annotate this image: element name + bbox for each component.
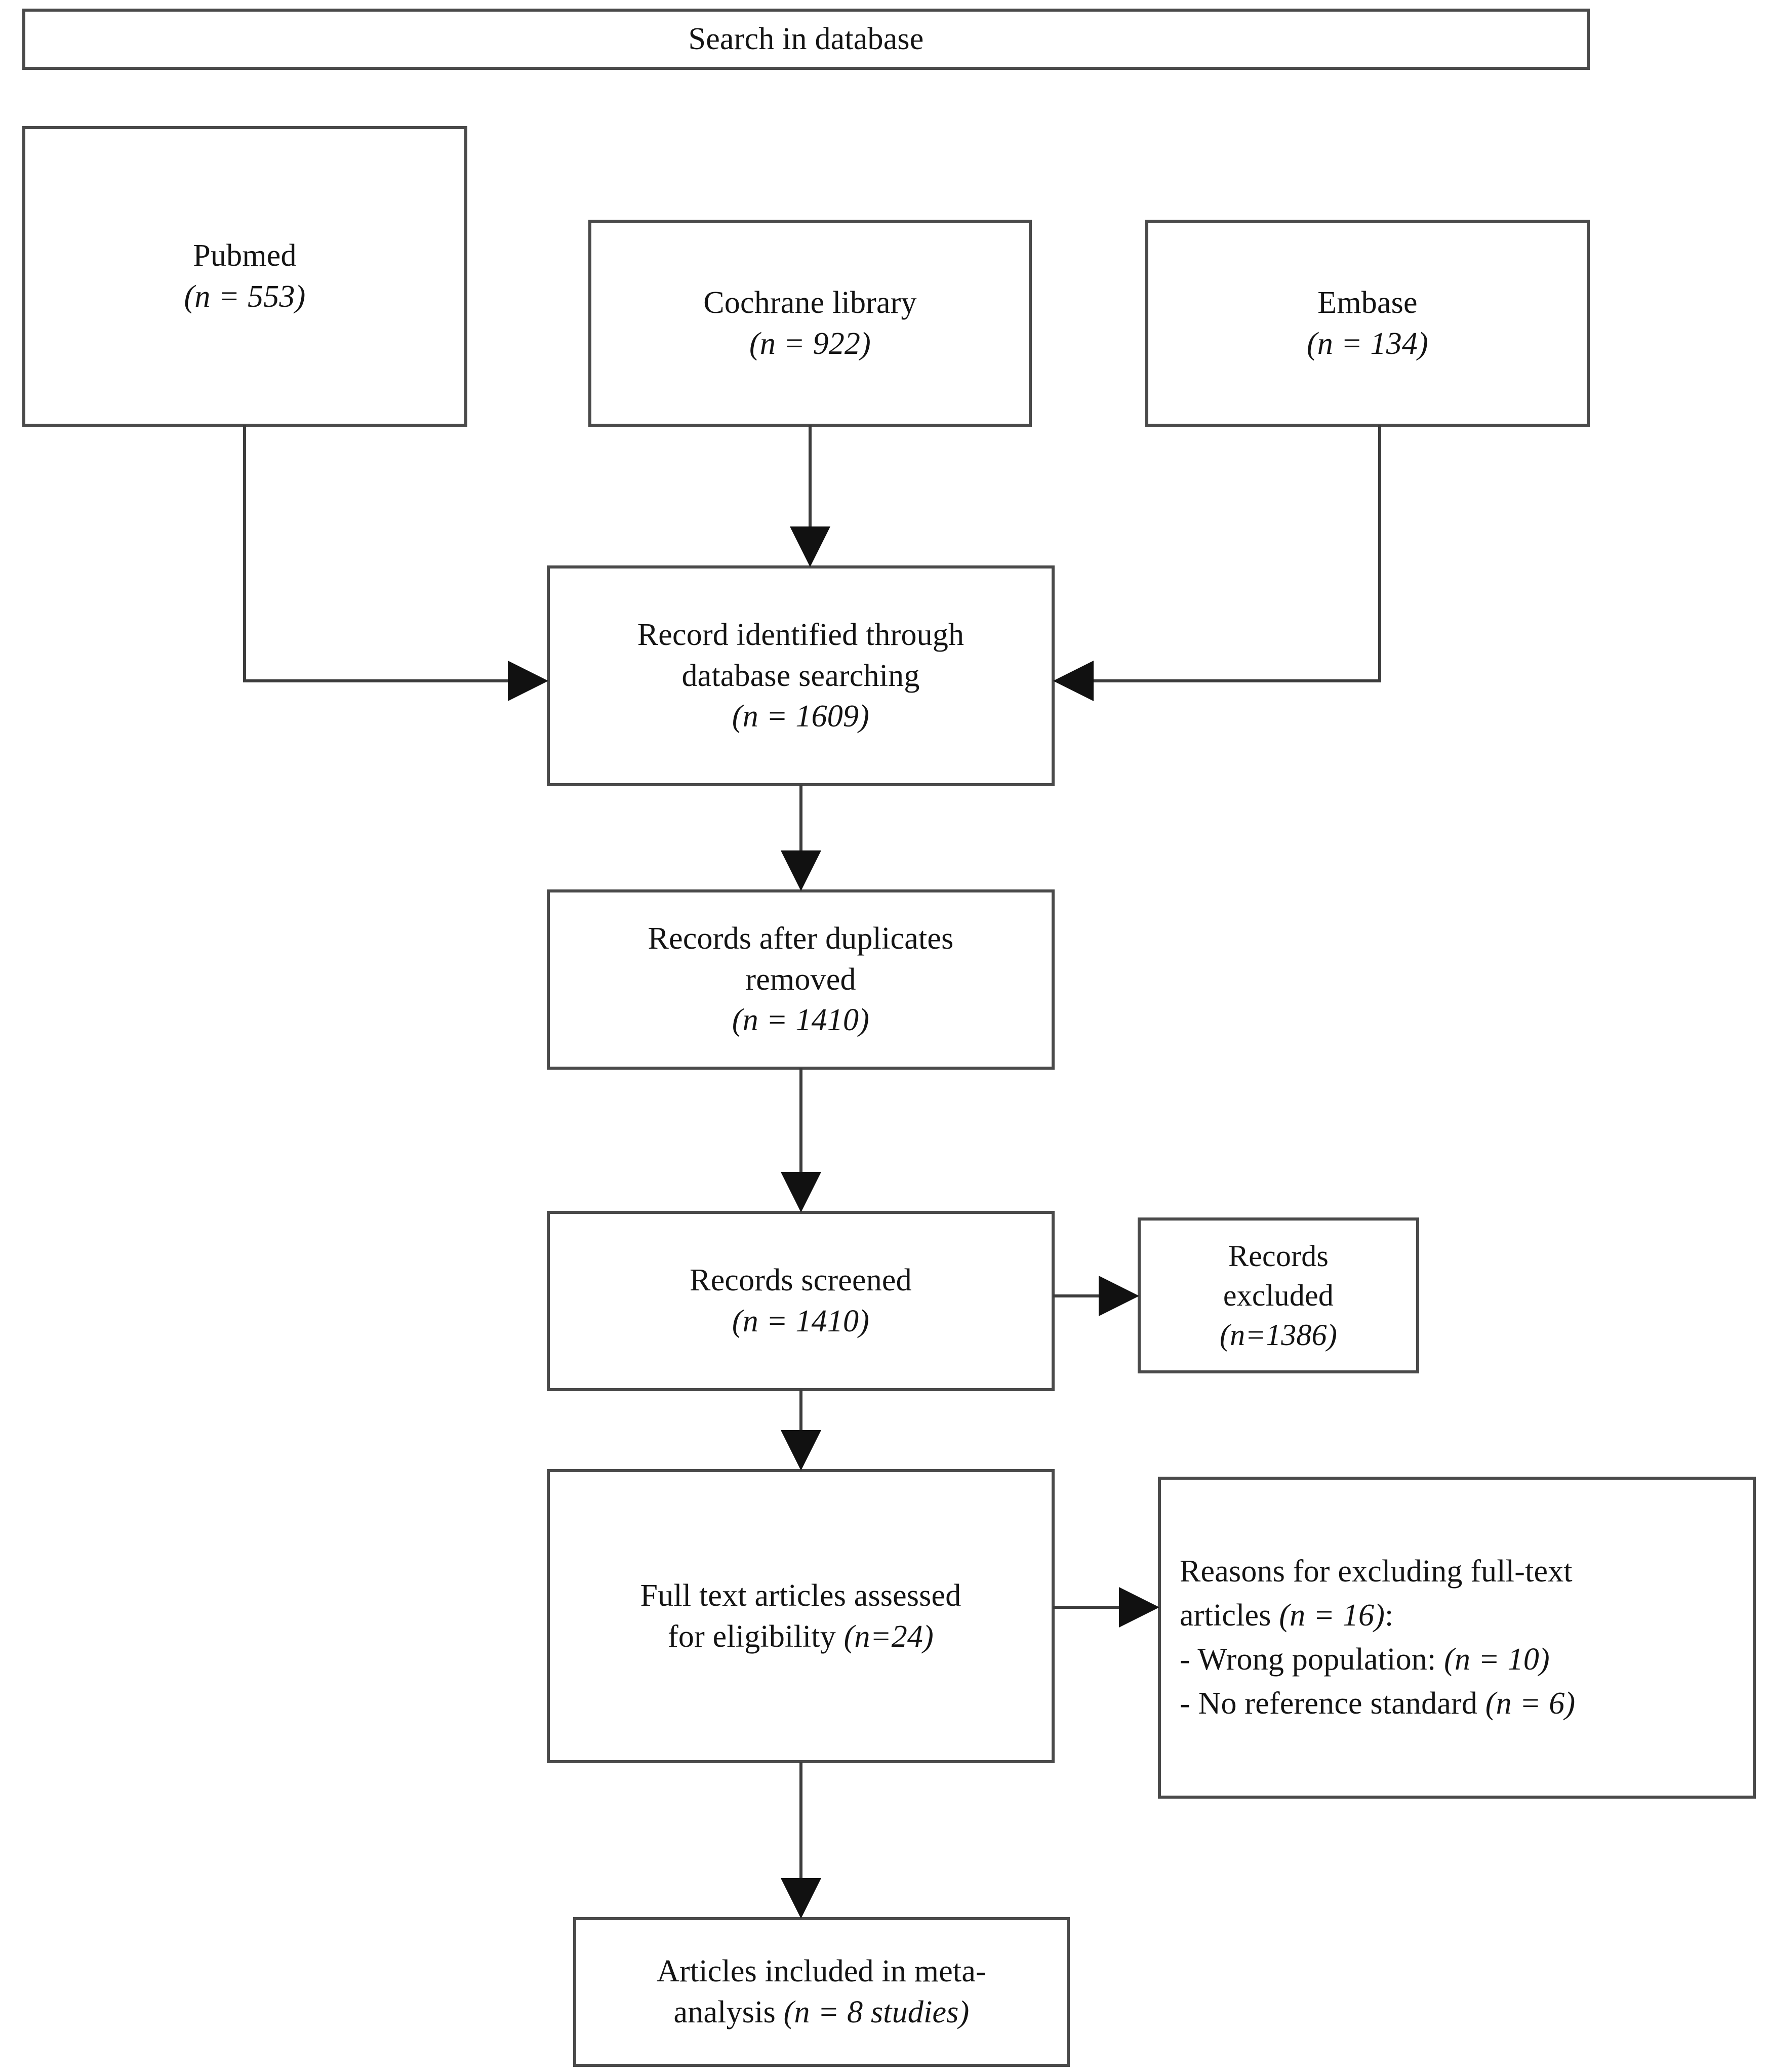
search-header-label: Search in database xyxy=(24,10,1588,68)
source-embase-box xyxy=(1145,220,1590,427)
source-pubmed-label: Pubmed (n = 553) xyxy=(24,128,466,425)
search-header-box xyxy=(22,9,1590,70)
records-dedup-line2: removed xyxy=(745,962,856,997)
source-embase-name: Embase xyxy=(1317,285,1418,320)
exclusion-reason-no-reference-standard-count: (n = 6) xyxy=(1485,1686,1576,1721)
arrowhead-screened-to-excluded xyxy=(1099,1276,1139,1316)
records-screened-label: Records screened (n = 1410) xyxy=(548,1212,1053,1390)
arrowhead-identified-to-dedup xyxy=(781,850,821,891)
records-identified-box xyxy=(547,565,1055,786)
source-cochrane-label: Cochrane library (n = 922) xyxy=(590,221,1030,425)
source-pubmed-name: Pubmed xyxy=(193,238,297,273)
exclusion-reason-item-wrong-population: - Wrong population: (n = 10) xyxy=(1180,1638,1550,1682)
source-cochrane-count: (n = 922) xyxy=(749,326,871,361)
articles-included-box xyxy=(573,1917,1070,2067)
fulltext-assessed-line2-text: for eligibility xyxy=(668,1619,844,1654)
source-embase-label: Embase (n = 134) xyxy=(1147,221,1588,425)
arrowhead-dedup-to-screened xyxy=(781,1172,821,1212)
exclusion-reason-no-reference-standard-text: - No reference standard xyxy=(1180,1686,1485,1721)
records-dedup-label: Records after duplicates removed (n = 14… xyxy=(548,891,1053,1068)
exclusion-reasons-line2-tail: : xyxy=(1385,1598,1394,1633)
records-identified-label: Record identified through database searc… xyxy=(548,567,1053,785)
arrowhead-embase-to-identified xyxy=(1053,661,1094,701)
arrowhead-screened-to-fulltext xyxy=(781,1430,821,1471)
records-identified-line2: database searching xyxy=(681,658,920,693)
edge-pubmed-to-identified xyxy=(243,425,520,682)
records-identified-count: (n = 1609) xyxy=(732,699,870,734)
fulltext-assessed-count: (n=24) xyxy=(843,1619,934,1654)
exclusion-reasons-line2-text: articles xyxy=(1180,1598,1279,1633)
records-excluded-line1: Records xyxy=(1228,1239,1329,1273)
source-cochrane-box xyxy=(588,220,1032,427)
articles-included-label: Articles included in meta- analysis (n =… xyxy=(575,1919,1068,2065)
records-identified-line1: Record identified through xyxy=(637,618,965,653)
exclusion-reason-item-no-reference-standard: - No reference standard (n = 6) xyxy=(1180,1682,1575,1726)
fulltext-assessed-line2: for eligibility (n=24) xyxy=(668,1616,934,1657)
articles-included-line1: Articles included in meta- xyxy=(657,1954,986,1989)
exclusion-reasons-box xyxy=(1158,1477,1756,1799)
articles-included-line2: analysis (n = 8 studies) xyxy=(674,1992,970,2033)
exclusion-reasons-total-count: (n = 16) xyxy=(1279,1598,1385,1633)
arrowhead-fulltext-to-reasons xyxy=(1119,1587,1159,1628)
exclusion-reasons-line1: Reasons for excluding full-text xyxy=(1180,1554,1573,1589)
arrowhead-pubmed-to-identified xyxy=(508,661,548,701)
search-header-text: Search in database xyxy=(688,22,924,57)
source-embase-count: (n = 134) xyxy=(1307,326,1428,361)
exclusion-reasons-line2: articles (n = 16): xyxy=(1180,1594,1393,1638)
records-excluded-count: (n=1386) xyxy=(1219,1318,1338,1352)
records-excluded-line2: excluded xyxy=(1223,1279,1334,1312)
records-screened-count: (n = 1410) xyxy=(732,1304,870,1338)
arrowhead-fulltext-to-included xyxy=(781,1878,821,1919)
arrowhead-cochrane-to-identified xyxy=(790,526,830,567)
exclusion-reasons-label: Reasons for excluding full-text articles… xyxy=(1180,1478,1754,1797)
articles-included-line2-text: analysis xyxy=(673,1995,784,2029)
records-excluded-label: Records excluded (n=1386) xyxy=(1139,1219,1418,1372)
edge-embase-to-identified xyxy=(1081,425,1381,682)
source-pubmed-box xyxy=(22,126,467,427)
records-dedup-count: (n = 1410) xyxy=(732,1003,870,1038)
records-screened-line1: Records screened xyxy=(690,1263,912,1298)
exclusion-reason-wrong-population-text: - Wrong population: xyxy=(1180,1642,1444,1677)
records-dedup-line1: Records after duplicates xyxy=(648,921,954,956)
articles-included-count: (n = 8 studies) xyxy=(783,1995,970,2029)
exclusion-reason-wrong-population-count: (n = 10) xyxy=(1444,1642,1550,1677)
fulltext-assessed-label: Full text articles assessed for eligibil… xyxy=(548,1471,1053,1762)
source-pubmed-count: (n = 553) xyxy=(184,279,306,314)
records-dedup-box xyxy=(547,889,1055,1070)
source-cochrane-name: Cochrane library xyxy=(703,285,917,320)
records-excluded-box xyxy=(1138,1217,1419,1373)
fulltext-assessed-line1: Full text articles assessed xyxy=(640,1578,961,1613)
